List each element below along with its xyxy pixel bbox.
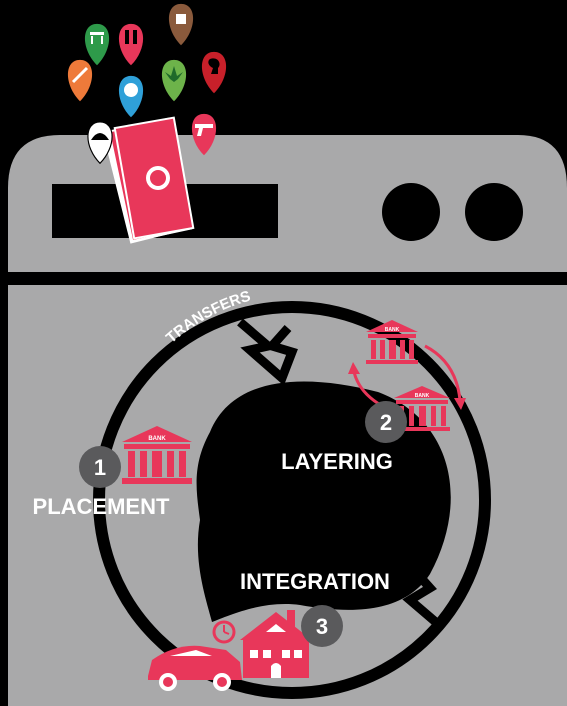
sports-car-icon [148, 645, 242, 691]
dial-knob-right [465, 183, 523, 241]
step-3-label: INTEGRATION [240, 569, 390, 594]
pin-boots-icon [118, 23, 144, 66]
svg-text:BANK: BANK [385, 327, 400, 333]
dial-knob-left [382, 183, 440, 241]
bank-icon-placement: BANK [122, 426, 192, 484]
step-2-label: LAYERING [281, 449, 393, 474]
layering-arrow-left-head [348, 362, 360, 374]
pin-gun-icon [191, 113, 217, 156]
drum-crack-top [237, 318, 298, 386]
step-3-number: 3 [316, 614, 328, 639]
step-1-number: 1 [94, 455, 106, 480]
drum-ring [93, 301, 491, 699]
pin-head-icon [201, 51, 227, 94]
step-3-badge [301, 605, 343, 647]
money-stack-icon [103, 116, 195, 244]
house-icon [240, 610, 312, 678]
pin-syringe-icon [67, 59, 93, 102]
svg-text:BANK: BANK [148, 436, 166, 442]
pin-hat-icon [87, 121, 113, 165]
bank-icon-layering-top: BANK [366, 320, 418, 364]
step-2-badge [365, 401, 407, 443]
step-2-number: 2 [380, 410, 392, 435]
pin-bag-icon [168, 3, 194, 46]
step-1-badge [79, 446, 121, 488]
svg-text:BANK: BANK [415, 393, 430, 399]
layering-arrow-right [424, 344, 462, 401]
step-1-label: PLACEMENT [33, 494, 170, 519]
watch-icon [212, 620, 236, 644]
layering-arrow-right-head [454, 398, 466, 410]
pin-bench-icon [84, 23, 110, 66]
pin-cannabis-icon [161, 59, 187, 102]
drum-crack-right [401, 557, 441, 628]
pin-palm-icon [118, 75, 144, 118]
